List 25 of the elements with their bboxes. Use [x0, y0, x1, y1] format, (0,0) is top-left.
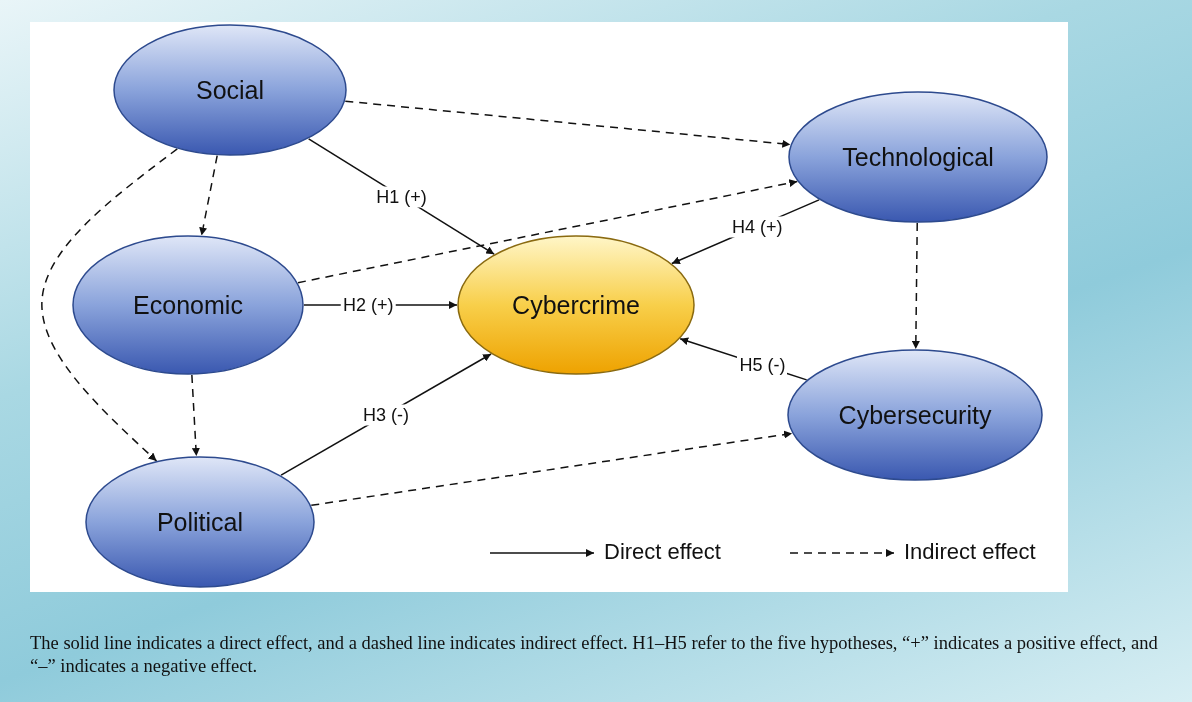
legend-label: Direct effect [604, 539, 721, 565]
node-label: Cybersecurity [838, 400, 992, 430]
construct-ellipse [788, 91, 1048, 223]
construct-ellipse [457, 235, 695, 375]
construct-ellipse [85, 456, 315, 588]
node-label: Political [156, 507, 244, 537]
construct-ellipse [787, 349, 1043, 481]
dashed-arrow [911, 222, 920, 350]
node-label: Cybercrime [512, 290, 640, 320]
caption: The solid line indicates a direct effect, and a dashed line indicates indirect effect. H1–H5 refer to the five hypotheses, “+” indicates a positive effect, and “–” indicates a negative effect. [30, 632, 1159, 678]
legend-label: Indirect effect [904, 539, 1036, 565]
node-label: Social [195, 75, 265, 105]
dashed-arrow [297, 179, 798, 284]
node-label: Technological [842, 142, 994, 172]
edge-label: H1 (+) [374, 186, 429, 207]
edge-label: H5 (-) [737, 355, 788, 376]
dashed-arrow [41, 148, 178, 462]
construct-ellipse [72, 235, 304, 375]
dashed-arrow [310, 430, 793, 507]
node-label: Economic [133, 290, 243, 320]
edge-label: H4 (+) [730, 216, 785, 238]
dashed-arrow [191, 374, 200, 457]
dashed-arrow [344, 100, 792, 148]
dashed-arrow [199, 154, 218, 237]
construct-ellipse [113, 24, 347, 156]
